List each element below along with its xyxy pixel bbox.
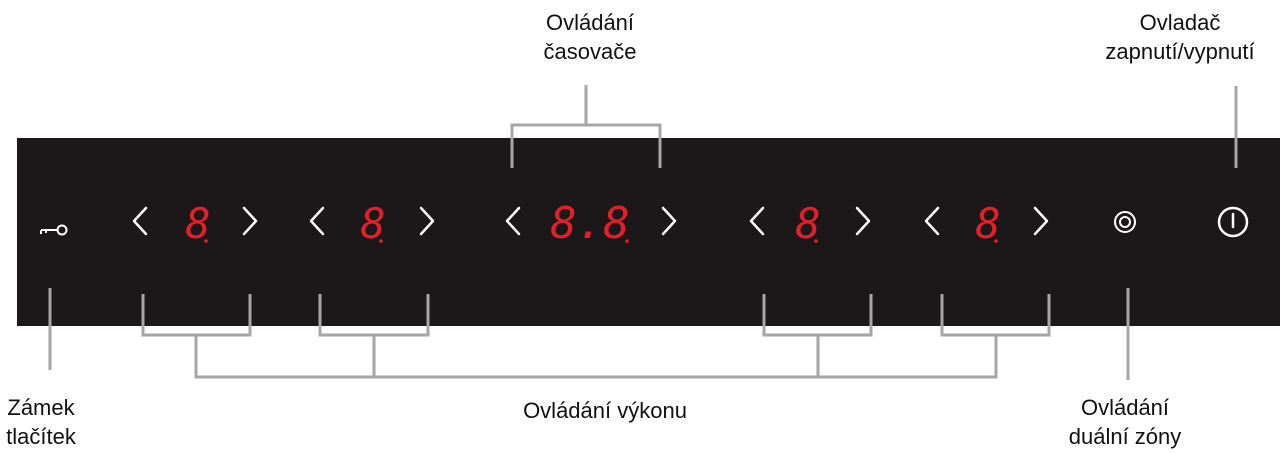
power-level-control-label: Ovládání výkonu [523,398,687,423]
zone3-bracket-line [762,294,873,337]
control-panel [17,138,1280,326]
zone1-increase-chevron-right-icon[interactable] [242,206,258,236]
timer-increase-chevron-right-icon[interactable] [661,206,677,236]
timer-decrease-chevron-left-icon[interactable] [505,206,521,236]
power-switch-label: Ovladač zapnutí/vypnutí [1105,10,1255,64]
dual-zone-control-label: Ovládání duální zóny [1068,395,1182,449]
zone2-decrease-chevron-left-icon[interactable] [309,206,325,236]
key-lock-label: Zámek tlačítek [6,395,76,449]
timer-bracket-line [510,123,662,168]
dual-zone-icon[interactable] [1114,211,1136,233]
timer-control-label: Ovládání časovače [543,10,637,64]
zone3-increase-chevron-right-icon[interactable] [855,206,871,236]
zone3-decrease-chevron-left-icon[interactable] [749,206,765,236]
zone4-increase-chevron-right-icon[interactable] [1033,206,1049,236]
zone2-increase-chevron-right-icon[interactable] [419,206,435,236]
display-decimal-dots [204,239,998,243]
zone1-decrease-chevron-left-icon[interactable] [132,206,148,236]
zone4-bracket-line [940,294,1051,337]
zone4-decrease-chevron-left-icon[interactable] [924,206,940,236]
callout-lines [48,85,1238,380]
key-lock-icon[interactable] [40,224,68,236]
power-level-connector-line [194,335,998,379]
zone1-bracket-line [141,294,252,337]
zone2-bracket-line [318,294,430,337]
power-icon[interactable] [1217,206,1249,238]
timer-display: 8.8 [550,198,629,249]
